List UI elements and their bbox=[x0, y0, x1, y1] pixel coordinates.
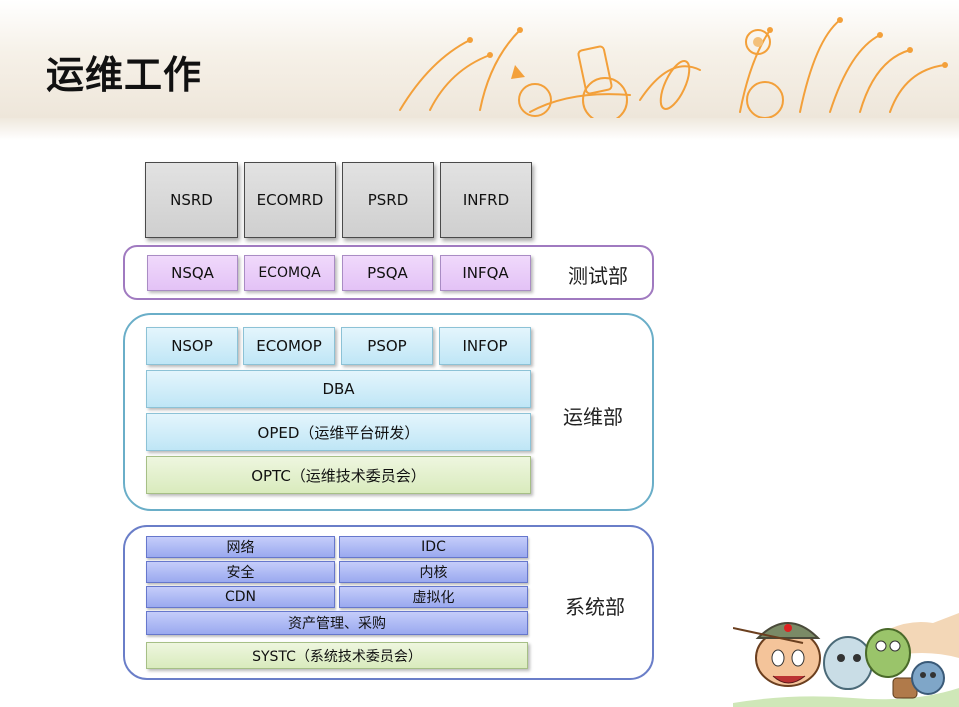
sys-box-virtualization: 虚拟化 bbox=[339, 586, 528, 608]
qa-box-nsqa: NSQA bbox=[147, 255, 238, 291]
oped-box: OPED（运维平台研发） bbox=[146, 413, 531, 451]
op-box-infop: INFOP bbox=[439, 327, 531, 365]
assets-box: 资产管理、采购 bbox=[146, 611, 528, 635]
sys-box-network: 网络 bbox=[146, 536, 335, 558]
sys-box-security: 安全 bbox=[146, 561, 335, 583]
qa-box-infqa: INFQA bbox=[440, 255, 531, 291]
rd-box-nsrd: NSRD bbox=[145, 162, 238, 238]
op-box-psop: PSOP bbox=[341, 327, 433, 365]
qa-box-ecomqa: ECOMQA bbox=[244, 255, 335, 291]
ops-dept-group bbox=[123, 313, 654, 511]
test-dept-group bbox=[123, 245, 654, 300]
header-fade bbox=[0, 118, 959, 140]
sys-box-cdn: CDN bbox=[146, 586, 335, 608]
op-box-nsop: NSOP bbox=[146, 327, 238, 365]
test-dept-label: 测试部 bbox=[568, 264, 628, 288]
mascot-illustration bbox=[733, 613, 959, 707]
sys-box-idc: IDC bbox=[339, 536, 528, 558]
sys-dept-group bbox=[123, 525, 654, 680]
page-title: 运维工作 bbox=[46, 53, 203, 97]
rd-box-ecomrd: ECOMRD bbox=[244, 162, 336, 238]
rd-box-psrd: PSRD bbox=[342, 162, 434, 238]
dba-box: DBA bbox=[146, 370, 531, 408]
op-box-ecomop: ECOMOP bbox=[243, 327, 335, 365]
qa-box-psqa: PSQA bbox=[342, 255, 433, 291]
systc-box: SYSTC（系统技术委员会） bbox=[146, 642, 528, 669]
rd-box-infrd: INFRD bbox=[440, 162, 532, 238]
decorative-illustration bbox=[399, 17, 948, 118]
optc-box: OPTC（运维技术委员会） bbox=[146, 456, 531, 494]
sys-dept-label: 系统部 bbox=[565, 595, 625, 619]
ops-dept-label: 运维部 bbox=[563, 405, 623, 429]
sys-box-kernel: 内核 bbox=[339, 561, 528, 583]
